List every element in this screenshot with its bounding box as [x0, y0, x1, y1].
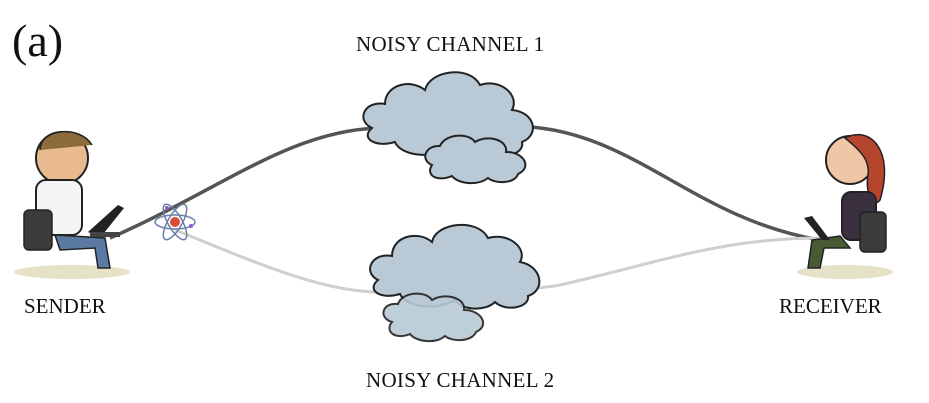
receiver-label: RECEIVER [779, 294, 882, 318]
receiver-figure-icon [797, 133, 893, 279]
noise-cloud-2 [369, 224, 541, 342]
panel-label: (a) [12, 15, 64, 66]
sender-label: SENDER [24, 294, 106, 318]
noise-cloud-1 [362, 71, 534, 184]
atom-icon [154, 203, 196, 241]
sender-figure-icon [14, 131, 130, 279]
channel-1-label: NOISY CHANNEL 1 [356, 32, 545, 56]
channel-2-label: NOISY CHANNEL 2 [366, 368, 555, 392]
